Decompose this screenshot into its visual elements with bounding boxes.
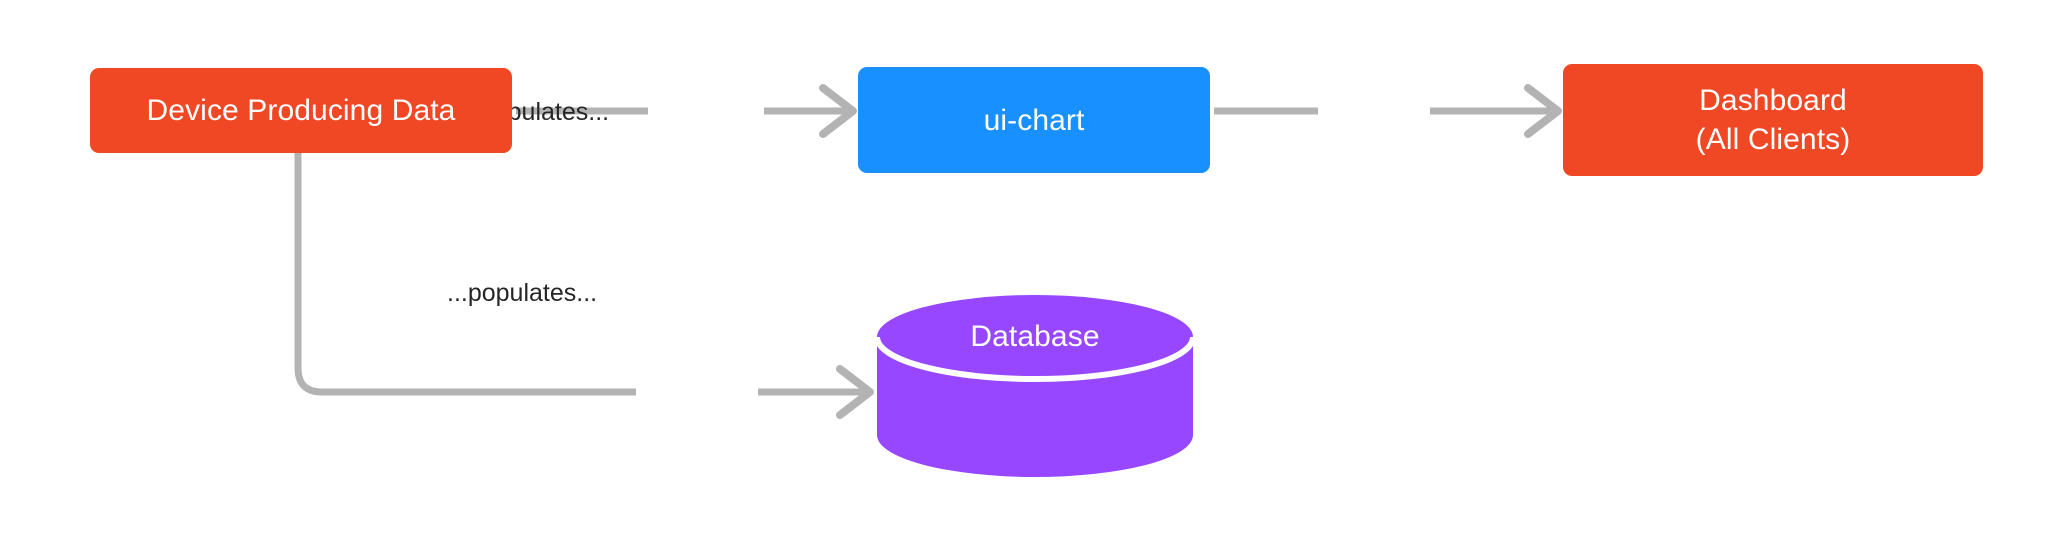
node-ui-chart[interactable]: ui-chart — [858, 67, 1210, 173]
cylinder-icon — [875, 295, 1195, 477]
cylinder-top — [877, 295, 1193, 379]
node-device-producing-data[interactable]: Device Producing Data — [90, 68, 512, 153]
node-label-database: Database — [970, 320, 1100, 353]
arrowhead-icon-uichart-to-dashboard — [1524, 84, 1562, 138]
node-label-dashboard: Dashboard (All Clients) — [1695, 84, 1851, 156]
edge-label-device-to-database: ...populates... — [447, 279, 598, 307]
node-database[interactable]: Database — [875, 293, 1195, 479]
arrowhead-icon-device-to-uichart — [819, 84, 857, 138]
cylinder-seam — [875, 336, 1195, 382]
node-label-ui-chart: ui-chart — [983, 103, 1085, 137]
edge-uichart-to-dashboard — [1214, 84, 1562, 138]
node-dashboard[interactable]: Dashboard (All Clients) — [1563, 64, 1983, 176]
edge-line-device-to-database-elbow — [294, 153, 636, 396]
arrowhead-icon-device-to-database — [836, 365, 874, 419]
node-label-device-producing-data: Device Producing Data — [146, 94, 456, 127]
